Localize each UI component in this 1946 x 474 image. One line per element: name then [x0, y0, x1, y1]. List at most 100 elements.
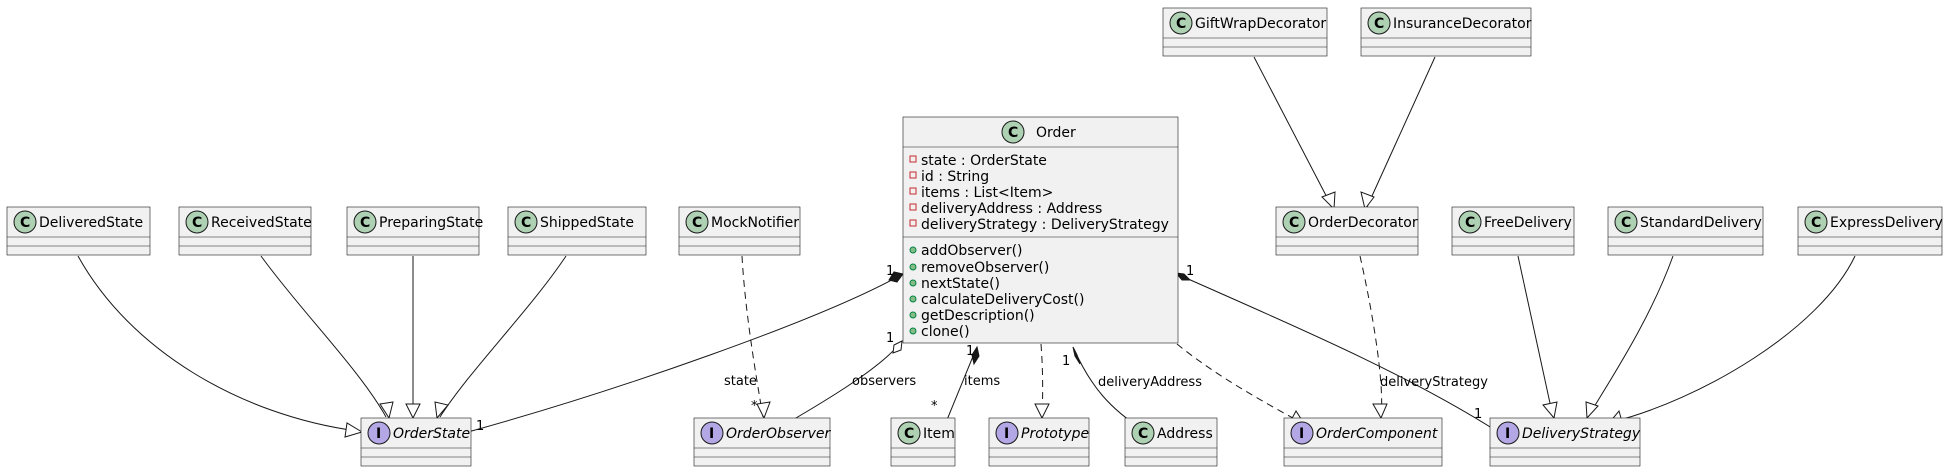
class-item-name: Item	[923, 426, 955, 442]
interface-icon	[995, 421, 1019, 445]
class-icon-glyph: C	[521, 215, 531, 231]
class-icon-glyph: C	[1138, 426, 1148, 442]
class-deliveredstate: C DeliveredState	[6, 206, 151, 256]
private-icon	[909, 187, 917, 195]
private-icon	[909, 171, 917, 179]
class-standarddelivery: C StandardDelivery	[1607, 206, 1764, 256]
order-field: deliveryAddress : Address	[921, 201, 1102, 217]
class-freedelivery-name: FreeDelivery	[1484, 215, 1572, 231]
class-mocknotifier: C MockNotifier	[678, 206, 801, 256]
class-preparingstate: C PreparingState	[346, 206, 483, 256]
class-giftwrapdecorator-name: GiftWrapDecorator	[1195, 16, 1326, 32]
class-icon-glyph: C	[20, 215, 30, 231]
order-field: deliveryStrategy : DeliveryStrategy	[921, 217, 1169, 233]
edges	[77, 56, 1856, 438]
public-icon	[909, 295, 917, 303]
order-methods: addObserver() removeObserver() nextState…	[909, 243, 1084, 340]
class-icon	[1614, 210, 1638, 234]
interface-prototype-name: Prototype	[1021, 426, 1089, 442]
class-order-name: Order	[1036, 125, 1076, 141]
class-shippedstate-name: ShippedState	[540, 215, 634, 231]
edge-orderdecorator-ordercomponent	[1359, 255, 1383, 418]
private-icon	[909, 203, 917, 211]
label-deliverystrategy: deliveryStrategy	[1380, 375, 1488, 390]
class-icon	[514, 210, 538, 234]
diamond-deliverystrategy	[1174, 272, 1192, 281]
mult-address-from: 1	[1062, 354, 1070, 369]
label-observers: observers	[852, 374, 916, 389]
arrowhead-deliveredstate	[344, 422, 364, 438]
order-method: getDescription()	[921, 308, 1035, 324]
edge-order-orderstate	[467, 274, 902, 433]
mult-deliverystrategy-from: 1	[1186, 264, 1194, 279]
arrowhead-insurance	[1360, 191, 1375, 211]
arrowhead-shippedstate	[434, 401, 449, 420]
arrowhead-orderdecorator	[1372, 403, 1388, 420]
arrowhead-mocknotifier	[756, 401, 771, 420]
private-icon	[909, 155, 917, 163]
order-method: nextState()	[921, 276, 1000, 292]
class-orderdecorator-name: OrderDecorator	[1308, 215, 1418, 231]
edge-insurance-orderdecorator	[1366, 56, 1436, 208]
class-preparingstate-name: PreparingState	[379, 215, 483, 231]
private-icon	[909, 219, 917, 227]
interface-deliverystrategy-name: DeliveryStrategy	[1522, 426, 1641, 442]
odiamond-observers	[892, 340, 903, 354]
class-insurancedecorator: C InsuranceDecorator	[1360, 7, 1532, 57]
diamond-address	[1072, 346, 1081, 365]
class-icon-glyph: C	[1008, 125, 1018, 141]
mult-items-to: *	[931, 399, 938, 414]
class-address-name: Address	[1157, 426, 1213, 442]
class-icon	[1169, 11, 1193, 35]
order-method: removeObserver()	[921, 260, 1049, 276]
class-icon-glyph: C	[360, 215, 370, 231]
label-items: items	[964, 374, 1000, 389]
class-icon	[1282, 210, 1306, 234]
class-expressdelivery: C ExpressDelivery	[1797, 206, 1943, 256]
class-deliveredstate-name: DeliveredState	[39, 215, 143, 231]
diamond-state	[888, 271, 904, 283]
class-icon	[1367, 11, 1391, 35]
interface-ordercomponent-name: OrderComponent	[1316, 426, 1438, 442]
interface-orderstate: I OrderState	[360, 417, 472, 467]
class-icon	[685, 210, 709, 234]
class-icon-glyph: C	[692, 215, 702, 231]
mult-deliverystrategy-to: 1	[1474, 407, 1482, 422]
interface-icon	[1496, 421, 1520, 445]
class-icon	[1001, 120, 1025, 144]
edge-deliveredstate-orderstate	[77, 255, 358, 432]
order-method: clone()	[921, 324, 970, 340]
class-mocknotifier-name: MockNotifier	[711, 215, 799, 231]
public-icon	[909, 311, 917, 319]
edge-freedelivery-deliverystrategy	[1517, 255, 1554, 418]
arrowhead-freedelivery	[1542, 401, 1558, 420]
class-receivedstate-name: ReceivedState	[211, 215, 312, 231]
order-field: state : OrderState	[921, 153, 1047, 169]
public-icon	[909, 327, 917, 335]
order-method: addObserver()	[921, 243, 1023, 259]
class-icon-glyph: C	[1621, 215, 1631, 231]
interface-icon-glyph: I	[376, 426, 381, 442]
edge-giftwrap-orderdecorator	[1253, 56, 1333, 208]
interface-deliverystrategy: I DeliveryStrategy	[1489, 417, 1641, 467]
arrowhead-giftwrap	[1321, 191, 1336, 211]
interface-icon	[367, 421, 391, 445]
class-icon-glyph: C	[1176, 16, 1186, 32]
arrowhead-preparingstate	[405, 403, 421, 420]
class-icon	[897, 421, 921, 445]
edge-order-ordercomponent	[1176, 343, 1303, 424]
label-deliveryaddress: deliveryAddress	[1098, 375, 1202, 390]
interface-icon-glyph: I	[709, 426, 714, 442]
class-insurancedecorator-name: InsuranceDecorator	[1393, 16, 1532, 32]
mult-observers-from: 1	[886, 331, 894, 346]
public-icon	[909, 263, 917, 271]
interface-icon	[700, 421, 724, 445]
order-method: calculateDeliveryCost()	[921, 292, 1084, 308]
public-icon	[909, 279, 917, 287]
class-icon	[13, 210, 37, 234]
class-icon-glyph: C	[1374, 16, 1384, 32]
edge-shippedstate-orderstate	[439, 255, 567, 418]
class-icon	[1804, 210, 1828, 234]
interface-icon-glyph: I	[1004, 426, 1009, 442]
